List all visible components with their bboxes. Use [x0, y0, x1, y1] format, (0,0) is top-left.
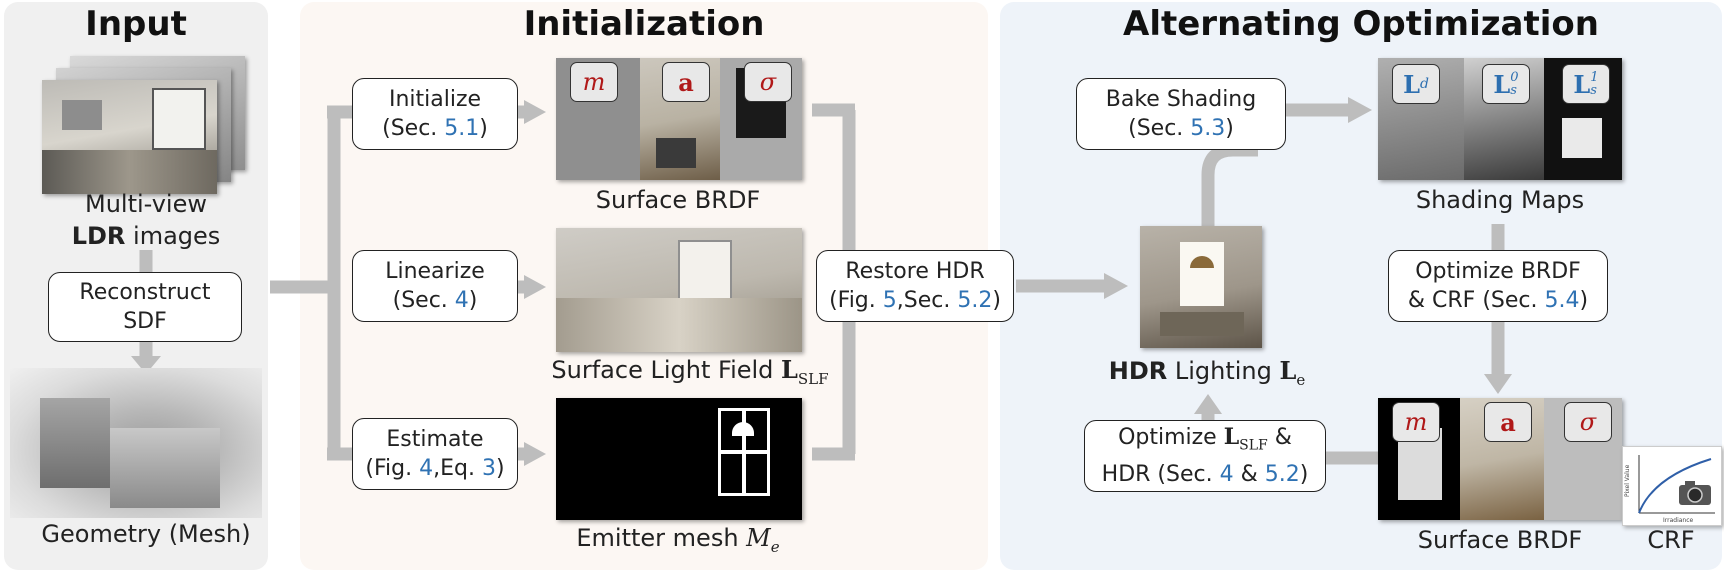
bake-shading-box: Bake Shading (Sec. 5.3) — [1076, 78, 1286, 150]
multiview-caption: Multi-view LDR images — [71, 190, 221, 250]
badge-albedo-a-opt: a — [1484, 402, 1532, 442]
badge-sigma: σ — [744, 62, 792, 102]
reconstruct-sdf-box: Reconstruct SDF — [48, 272, 242, 342]
opt-surface-brdf-caption: Surface BRDF — [1417, 526, 1583, 554]
crf-plot: Pixel Value Irradiance — [1622, 446, 1722, 526]
alternating-optimization-title: Alternating Optimization — [1123, 4, 1599, 44]
crf-curve — [1638, 458, 1712, 514]
crf-xlabel: Irradiance — [1663, 517, 1694, 524]
badge-albedo-a: a — [662, 62, 710, 102]
geometry-caption: Geometry (Mesh) — [41, 520, 251, 548]
crf-curve-svg: Pixel Value Irradiance — [1624, 455, 1715, 524]
badge-roughness-m: m — [570, 62, 618, 102]
opt-surface-brdf-image: m a σ — [1378, 398, 1622, 520]
surface-light-field-caption: Surface Light Field LSLF — [551, 355, 829, 388]
emitter-mesh-caption: Emitter mesh Me — [576, 524, 780, 556]
camera-icon — [1679, 481, 1711, 505]
init-surface-brdf-caption: Surface BRDF — [595, 186, 761, 214]
restore-hdr-box: Restore HDR (Fig. 5,Sec. 5.2) — [816, 250, 1014, 322]
input-title: Input — [85, 4, 187, 44]
hdr-lighting-image — [1140, 226, 1262, 348]
surface-light-field-image — [556, 228, 802, 352]
crf-ylabel: Pixel Value — [1624, 464, 1631, 497]
shading-maps-caption: Shading Maps — [1415, 186, 1585, 214]
geometry-mesh-image — [10, 368, 262, 518]
initialize-box: Initialize (Sec. 5.1) — [352, 78, 518, 150]
view-image-front — [42, 80, 217, 194]
emitter-mesh-image — [556, 398, 802, 520]
estimate-box: Estimate (Fig. 4,Eq. 3) — [352, 418, 518, 490]
initialization-title: Initialization — [523, 4, 765, 44]
linearize-box: Linearize (Sec. 4) — [352, 250, 518, 322]
hdr-lighting-caption: HDR Lighting Le — [1108, 356, 1306, 389]
init-surface-brdf-image: m a σ — [556, 58, 802, 180]
badge-sigma-opt: σ — [1564, 402, 1612, 442]
optimize-slf-hdr-box: Optimize LSLF & HDR (Sec. 4 & 5.2) — [1084, 420, 1326, 492]
crf-caption: CRF — [1647, 526, 1695, 554]
badge-roughness-m-opt: m — [1392, 402, 1440, 442]
optimize-brdf-crf-box: Optimize BRDF & CRF (Sec. 5.4) — [1388, 250, 1608, 322]
